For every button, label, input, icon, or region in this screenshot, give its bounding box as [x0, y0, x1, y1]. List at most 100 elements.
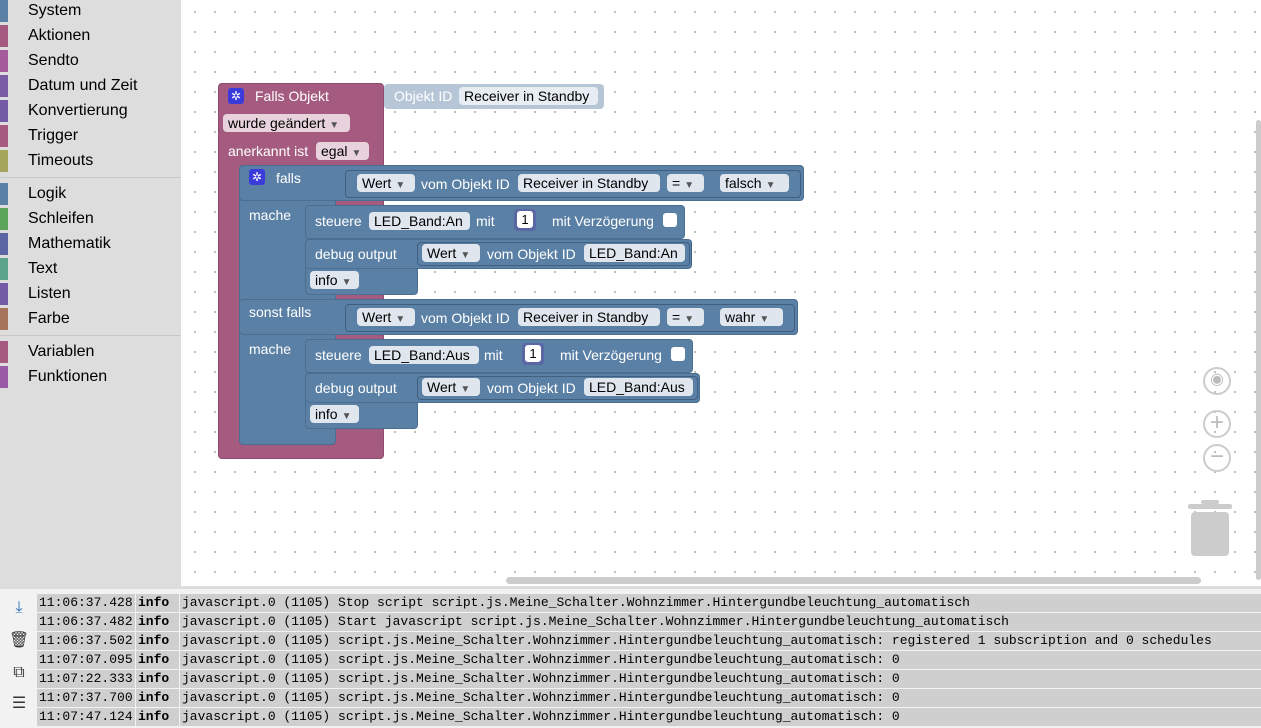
category-color-bar [0, 308, 8, 330]
log-timestamp: 11:07:07.095 [37, 651, 135, 669]
horizontal-scrollbar[interactable] [506, 577, 1201, 584]
control-object-field[interactable]: LED_Band:Aus [369, 346, 479, 364]
category-label: System [28, 2, 82, 19]
number-block[interactable]: 1 [522, 343, 544, 365]
trigger-mode-dropdown[interactable]: wurde geändert▼ [223, 114, 350, 132]
trash-icon[interactable] [1186, 500, 1234, 558]
dropdown-value: falsch [725, 175, 762, 191]
object-id-value: LED_Band:Aus [374, 347, 470, 363]
category-variablen[interactable]: Variablen [0, 341, 181, 366]
vertical-scrollbar[interactable] [1256, 120, 1261, 580]
zoom-in-icon[interactable]: + [1203, 410, 1231, 438]
category-label: Variablen [28, 343, 95, 360]
operator-dropdown[interactable]: =▼ [667, 308, 704, 326]
gear-icon[interactable]: ✲ [228, 88, 244, 104]
from-object-label: vom Objekt ID [421, 176, 510, 192]
dropdown-value: info [315, 406, 338, 422]
object-id-field[interactable]: Receiver in Standby [459, 87, 598, 105]
dropdown-value: info [315, 272, 338, 288]
boolean-dropdown[interactable]: wahr▼ [720, 308, 783, 326]
object-id-field[interactable]: Receiver in Standby [518, 174, 660, 192]
object-id-label: Objekt ID [394, 88, 453, 104]
category-datum-und-zeit[interactable]: Datum und Zeit [0, 75, 181, 100]
category-mathematik[interactable]: Mathematik [0, 233, 181, 258]
category-color-bar [0, 341, 8, 363]
dropdown-arrow-icon: ▼ [341, 411, 352, 422]
category-konvertierung[interactable]: Konvertierung [0, 100, 181, 125]
category-farbe[interactable]: Farbe [0, 308, 181, 333]
property-dropdown[interactable]: Wert▼ [357, 174, 415, 192]
delay-label: mit Verzögerung [560, 347, 662, 363]
zoom-out-icon[interactable]: − [1203, 444, 1231, 472]
category-label: Sendto [28, 52, 79, 69]
dropdown-arrow-icon: ▼ [341, 277, 352, 288]
category-label: Farbe [28, 310, 70, 327]
category-timeouts[interactable]: Timeouts [0, 150, 181, 175]
toolbox-separator [0, 177, 181, 178]
from-object-label: vom Objekt ID [487, 380, 576, 396]
clear-log-icon[interactable]: 🗑 [8, 632, 30, 649]
object-id-field[interactable]: Receiver in Standby [518, 308, 660, 326]
category-logik[interactable]: Logik [0, 183, 181, 208]
category-schleifen[interactable]: Schleifen [0, 208, 181, 233]
category-trigger[interactable]: Trigger [0, 125, 181, 150]
category-color-bar [0, 100, 8, 122]
copy-icon[interactable]: ⧉ [13, 664, 25, 681]
dropdown-arrow-icon: ▼ [460, 384, 471, 395]
log-level: info [136, 651, 179, 669]
dropdown-value: = [672, 175, 681, 191]
boolean-dropdown[interactable]: falsch▼ [720, 174, 789, 192]
log-level: info [136, 594, 179, 612]
mache-label: mache [249, 207, 292, 223]
dropdown-arrow-icon: ▼ [460, 250, 471, 261]
log-level: info [136, 632, 179, 650]
control-label: steuere [315, 347, 362, 363]
log-message: javascript.0 (1105) script.js.Meine_Scha… [180, 632, 1261, 650]
dropdown-value: wurde geändert [228, 115, 326, 131]
category-color-bar [0, 258, 8, 280]
dropdown-value: Wert [427, 379, 457, 395]
log-level-dropdown[interactable]: info▼ [310, 271, 359, 289]
property-dropdown[interactable]: Wert▼ [357, 308, 415, 326]
dropdown-arrow-icon: ▼ [351, 148, 362, 159]
delay-checkbox[interactable] [663, 213, 677, 227]
dropdown-arrow-icon: ▼ [395, 314, 406, 325]
category-sendto[interactable]: Sendto [0, 50, 181, 75]
gear-icon[interactable]: ✲ [249, 169, 265, 185]
category-text[interactable]: Text [0, 258, 181, 283]
control-object-field[interactable]: LED_Band:An [369, 212, 470, 230]
category-color-bar [0, 366, 8, 388]
property-dropdown[interactable]: Wert▼ [422, 244, 480, 262]
category-color-bar [0, 208, 8, 230]
operator-dropdown[interactable]: =▼ [667, 174, 704, 192]
log-message: javascript.0 (1105) script.js.Meine_Scha… [180, 689, 1261, 707]
mit-label: mit [484, 347, 503, 363]
category-label: Timeouts [28, 152, 94, 169]
ack-dropdown[interactable]: egal▼ [316, 142, 369, 160]
category-aktionen[interactable]: Aktionen [0, 25, 181, 50]
category-label: Schleifen [28, 210, 94, 227]
property-dropdown[interactable]: Wert▼ [422, 378, 480, 396]
log-message: javascript.0 (1105) script.js.Meine_Scha… [180, 670, 1261, 688]
category-label: Trigger [28, 127, 79, 144]
category-listen[interactable]: Listen [0, 283, 181, 308]
category-funktionen[interactable]: Funktionen [0, 366, 181, 391]
delay-checkbox[interactable] [671, 347, 685, 361]
log-level-dropdown[interactable]: info▼ [310, 405, 359, 423]
category-label: Logik [28, 185, 67, 202]
dropdown-arrow-icon: ▼ [765, 180, 776, 191]
number-block[interactable]: 1 [514, 209, 536, 231]
scroll-down-icon[interactable]: ⤓ [15, 599, 23, 616]
object-id-field[interactable]: LED_Band:An [584, 244, 685, 262]
dropdown-value: Wert [427, 245, 457, 261]
dropdown-arrow-icon: ▼ [759, 314, 770, 325]
center-icon[interactable]: ◉ [1203, 367, 1231, 395]
object-id-field[interactable]: LED_Band:Aus [584, 378, 693, 396]
category-system[interactable]: System [0, 0, 181, 25]
log-timestamp: 11:07:22.333 [37, 670, 135, 688]
log-view-icon[interactable]: ☰ [11, 695, 27, 712]
control-block[interactable] [305, 205, 685, 239]
object-id-value: LED_Band:An [589, 245, 678, 261]
